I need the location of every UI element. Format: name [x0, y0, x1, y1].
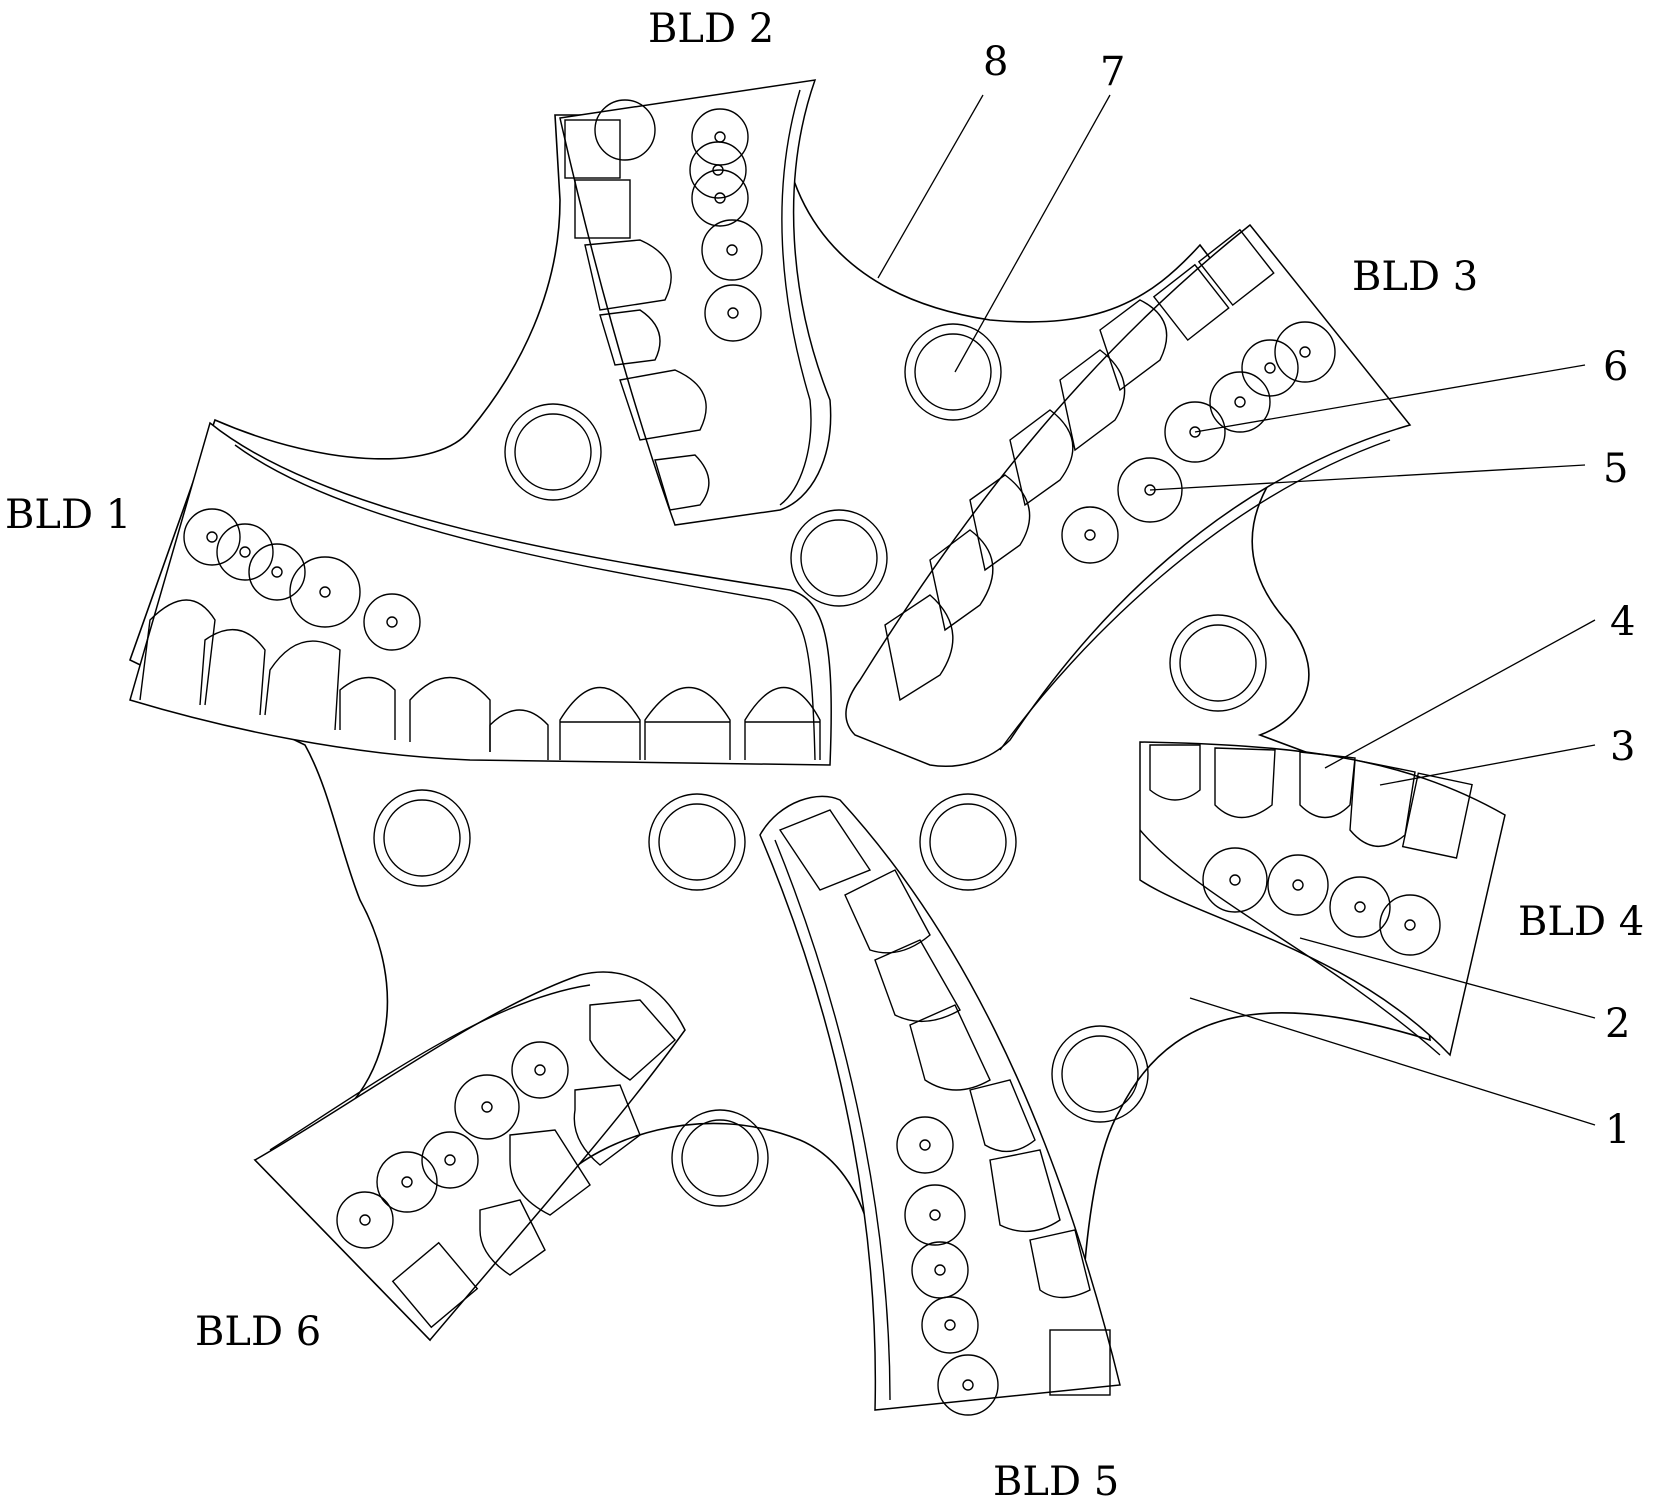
blade-1 — [129, 421, 832, 766]
nozzle-ring — [648, 793, 746, 891]
blade-4 — [1139, 741, 1506, 1057]
nozzle-ring — [1169, 614, 1267, 712]
blade-5-label: BLD 5 — [993, 1459, 1119, 1503]
blade-3-label: BLD 3 — [1352, 254, 1478, 300]
callout-7: 7 — [1100, 49, 1125, 95]
nozzle-ring — [790, 509, 888, 607]
leader-7 — [954, 94, 1111, 373]
backup-cutters — [594, 99, 763, 342]
blade-labels: BLD 1 BLD 2 BLD 3 BLD 4 BLD 5 BLD 6 — [5, 6, 1644, 1503]
blade-1-label: BLD 1 — [5, 492, 131, 538]
callout-8: 8 — [983, 39, 1008, 85]
backup-cutters — [1202, 847, 1441, 956]
leader-4 — [1324, 619, 1596, 769]
backup-cutters — [336, 1041, 569, 1249]
blade-5 — [759, 795, 1121, 1416]
blade-3 — [845, 223, 1412, 767]
callout-5: 5 — [1603, 446, 1628, 492]
backup-cutters — [183, 508, 421, 651]
callout-2: 2 — [1605, 1001, 1630, 1047]
leader-3 — [1379, 744, 1596, 786]
blade-2-label: BLD 2 — [648, 6, 774, 52]
blade-2 — [559, 79, 832, 526]
cutter-row — [884, 228, 1275, 702]
leader-1 — [1189, 997, 1596, 1126]
blade-6-label: BLD 6 — [195, 1309, 321, 1355]
cutter-row — [1149, 744, 1473, 859]
callout-4: 4 — [1610, 599, 1635, 645]
cutter-row — [391, 999, 676, 1329]
backup-cutters — [896, 1116, 999, 1416]
nozzle-group — [373, 323, 1267, 1207]
callout-3: 3 — [1610, 724, 1635, 770]
leader-5 — [1149, 464, 1586, 491]
nozzle-ring — [1051, 1025, 1149, 1123]
leader-2 — [1299, 937, 1596, 1019]
callout-6: 6 — [1603, 344, 1628, 390]
blade-6 — [253, 971, 686, 1342]
nozzle-ring — [504, 403, 602, 501]
leader-6 — [1194, 364, 1586, 433]
nozzle-ring — [671, 1109, 769, 1207]
nozzle-ring — [919, 793, 1017, 891]
nozzle-ring — [373, 789, 471, 887]
leader-lines — [877, 94, 1596, 1126]
backup-cutters — [1061, 321, 1336, 564]
cutter-row — [564, 119, 710, 511]
leader-8 — [877, 94, 984, 279]
blade-4-label: BLD 4 — [1518, 899, 1644, 945]
nozzle-ring — [904, 323, 1002, 421]
cutter-row — [139, 599, 821, 760]
callout-1: 1 — [1605, 1107, 1630, 1153]
cutter-row — [778, 809, 1111, 1396]
callout-labels: 1 2 3 4 5 6 7 8 — [983, 39, 1635, 1153]
